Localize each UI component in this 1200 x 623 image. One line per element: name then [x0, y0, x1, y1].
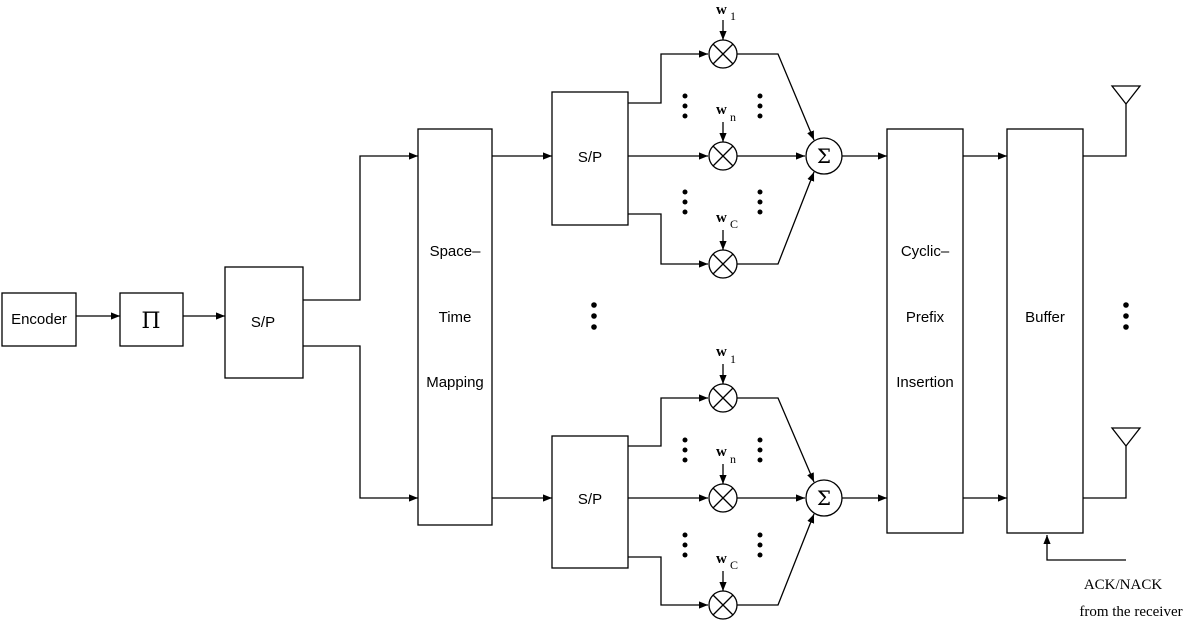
cpi-label-line3: Insertion: [896, 374, 954, 391]
space-time-mapping-block: Space– Time Mapping: [417, 128, 493, 526]
weight-w1-top: w: [716, 2, 727, 18]
feedback-label-line1: ACK/NACK: [1084, 577, 1163, 593]
sp-bottom-label: S/P: [578, 491, 602, 508]
interleaver-label: Π: [141, 309, 160, 334]
multiplier-1-bottom: [708, 383, 738, 413]
sp-main-to-stm-bottom-arrow: [303, 345, 418, 502]
encoder-label: Encoder: [11, 311, 67, 328]
antenna-ellipsis: [1123, 302, 1129, 330]
sp-top-label: S/P: [578, 149, 602, 166]
stm-label-line2: Time: [439, 309, 472, 326]
weight-wn-bottom-sub: n: [730, 452, 736, 466]
buffer-block: Buffer: [1006, 128, 1084, 534]
summer-bottom: Σ: [805, 479, 843, 517]
summer-bottom-symbol: Σ: [817, 486, 831, 510]
sp-main-label: S/P: [251, 314, 275, 331]
sp-top-to-mult1-arrow: [628, 50, 708, 104]
cyclic-prefix-insertion-block: Cyclic– Prefix Insertion: [886, 128, 964, 534]
multiplier-n-bottom: [708, 483, 738, 513]
ellipsis-bottom-2: [682, 532, 763, 558]
weight-wC-bottom: w: [716, 551, 727, 567]
multC-bottom-to-sum-arrow: [737, 513, 815, 606]
weight-wn-top: w: [716, 102, 727, 118]
weight-w1-top-sub: 1: [730, 9, 736, 23]
multC-top-to-sum-arrow: [737, 171, 815, 265]
antenna-top-icon: [1083, 85, 1142, 157]
sp-main-to-stm-top-arrow: [303, 152, 418, 301]
weight-wn-bottom: w: [716, 444, 727, 460]
multiplier-n-top: [708, 141, 738, 171]
sp-bottom-to-multC-arrow: [628, 556, 708, 609]
feedback-label-line2: from the receiver: [1079, 604, 1182, 620]
cpi-label-line1: Cyclic–: [901, 243, 950, 260]
mult1-bottom-to-sum-arrow: [737, 397, 815, 483]
feedback-arrow: [1043, 535, 1126, 561]
sp-main-block: S/P: [224, 266, 304, 379]
multiplier-C-top: [708, 249, 738, 279]
multiplier-1-top: [708, 39, 738, 69]
sp-bottom-to-mult1-arrow: [628, 394, 708, 447]
antenna-bottom-icon: [1083, 427, 1142, 499]
interleaver-block: Π: [119, 292, 184, 347]
weight-w1-bottom: w: [716, 344, 727, 360]
stm-label-line1: Space–: [430, 243, 482, 260]
weight-w1-bottom-sub: 1: [730, 352, 736, 366]
cpi-label-line2: Prefix: [906, 309, 945, 326]
sp-bottom-block: [551, 435, 629, 569]
mult1-top-to-sum-arrow: [737, 53, 815, 141]
summer-top-symbol: Σ: [817, 144, 831, 168]
multiplier-C-bottom: [708, 590, 738, 620]
top-branch: S/P w 1 w n w C: [551, 2, 887, 279]
ellipsis-top-1: [682, 93, 763, 119]
bottom-branch: S/P w 1 w n w C: [551, 344, 887, 620]
weight-wC-top-sub: C: [730, 217, 738, 231]
weight-wn-top-sub: n: [730, 110, 736, 124]
weight-wC-bottom-sub: C: [730, 558, 738, 572]
weight-wC-top: w: [716, 210, 727, 226]
summer-top: Σ: [805, 137, 843, 175]
sp-top-block: [551, 91, 629, 226]
stm-label-line3: Mapping: [426, 374, 484, 391]
buffer-label: Buffer: [1025, 309, 1065, 326]
sp-top-to-multC-arrow: [628, 213, 708, 268]
ellipsis-bottom-1: [682, 437, 763, 463]
branch-ellipsis: [591, 302, 597, 330]
ellipsis-top-2: [682, 189, 763, 215]
encoder-block: Encoder: [1, 292, 77, 347]
